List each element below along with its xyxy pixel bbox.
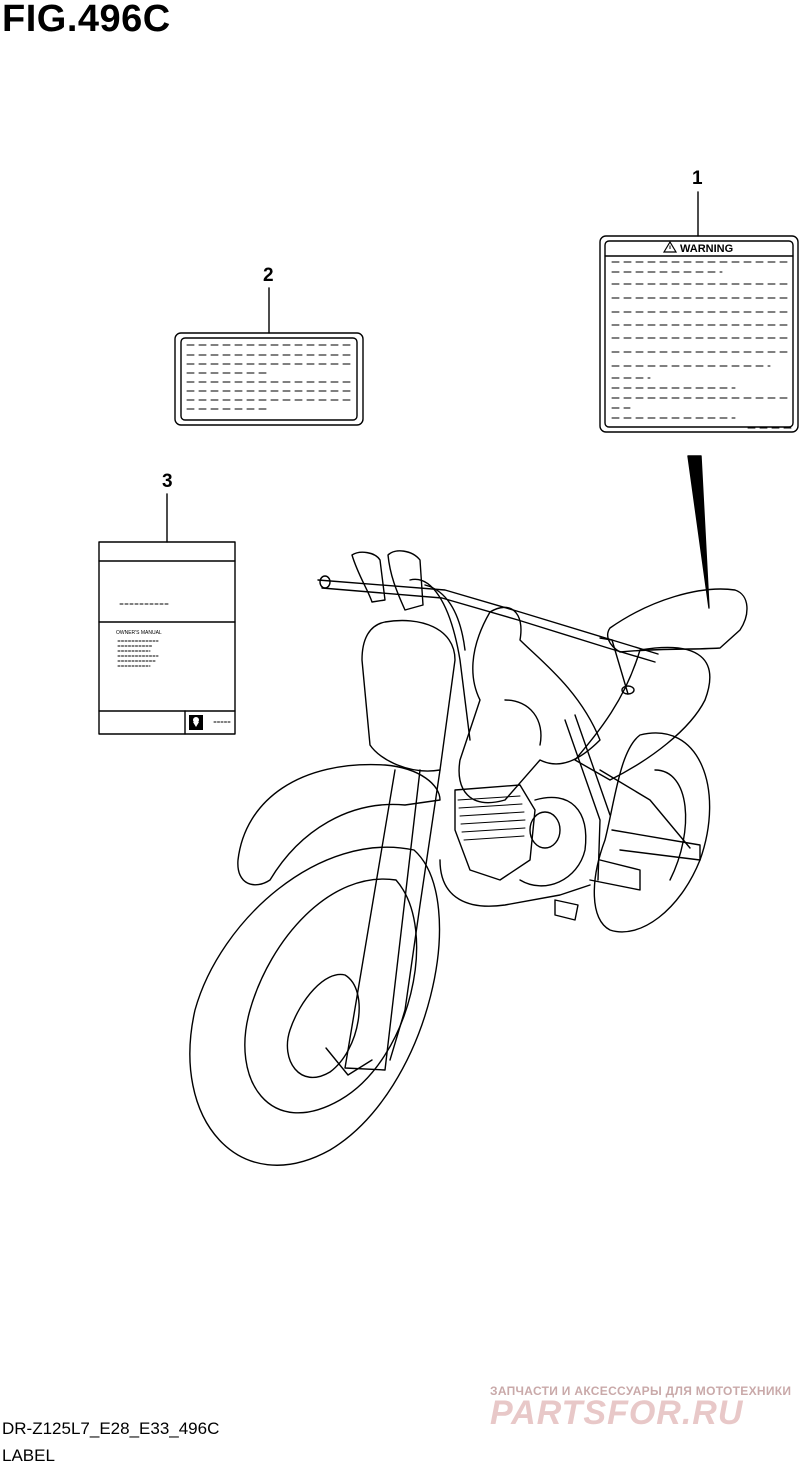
motorcycle <box>189 550 748 1166</box>
callout-3: 3 <box>162 471 173 492</box>
model-code: DR-Z125L7_E28_E33_496C <box>2 1419 220 1438</box>
figure-title: FIG.496C <box>2 0 171 40</box>
warning-label <box>599 235 799 433</box>
watermark-tagline: ЗАПЧАСТИ И АКСЕССУАРЫ ДЛЯ МОТОТЕХНИКИ <box>490 1384 792 1398</box>
suzuki-logo-icon <box>189 715 203 730</box>
figure-caption: LABEL <box>2 1446 55 1465</box>
manual-title: OWNER'S MANUAL <box>116 630 162 636</box>
leader-wedge-1 <box>687 455 710 609</box>
warning-triangle-icon <box>662 240 678 253</box>
callout-1: 1 <box>692 168 703 189</box>
watermark-brand: PARTSFOR.RU <box>490 1394 744 1432</box>
owners-manual <box>98 541 236 735</box>
warning-label-text-lines <box>611 261 793 429</box>
info-label <box>174 332 364 426</box>
warning-heading: WARNING <box>680 243 733 255</box>
callout-2: 2 <box>263 265 274 286</box>
info-label-text-lines <box>186 344 351 410</box>
